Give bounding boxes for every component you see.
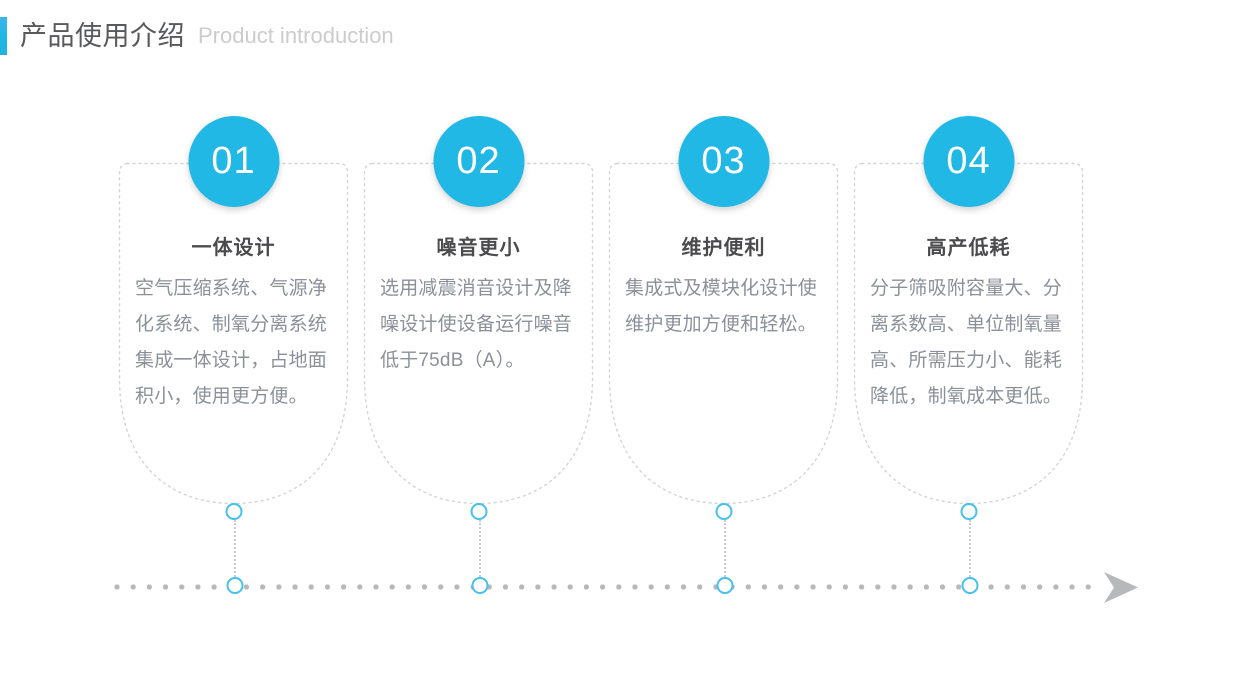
- connector-line-1: [234, 520, 236, 580]
- feature-card-4[interactable]: 04 高产低耗 分子筛吸附容量大、分离系数高、单位制氧量高、所需压力小、能耗降低…: [853, 116, 1084, 520]
- card-badge-3: 03: [678, 116, 769, 207]
- card-body-2: 选用减震消音设计及降噪设计使设备运行噪音低于75dB（A）。: [380, 278, 573, 371]
- page-subtitle: Product introduction: [198, 23, 394, 48]
- timeline-dotted-track: [114, 584, 1096, 590]
- card-number-1: 01: [211, 140, 256, 182]
- page-header: 产品使用介绍 Product introduction: [0, 16, 394, 56]
- timeline-node-4[interactable]: [961, 577, 979, 594]
- card-node-ring-2: [470, 503, 487, 520]
- header-accent-bar: [0, 17, 7, 55]
- feature-card-2[interactable]: 02 噪音更小 选用减震消音设计及降噪设计使设备运行噪音低于75dB（A）。: [363, 116, 594, 520]
- card-badge-4: 04: [923, 116, 1014, 207]
- card-body-3: 集成式及模块化设计使维护更加方便和轻松。: [625, 278, 818, 335]
- timeline-node-2[interactable]: [471, 577, 489, 594]
- card-number-4: 04: [946, 140, 991, 182]
- card-node-ring-3: [715, 503, 732, 520]
- card-heading-2: 噪音更小: [436, 237, 521, 259]
- feature-card-1[interactable]: 01 一体设计 空气压缩系统、气源净化系统、制氧分离系统集成一体设计，占地面积小…: [118, 116, 349, 520]
- card-heading-1: 一体设计: [191, 237, 276, 259]
- arrow-right-icon: [1100, 568, 1142, 608]
- card-node-ring-1: [225, 503, 242, 520]
- card-body-4: 分子筛吸附容量大、分离系数高、单位制氧量高、所需压力小、能耗降低，制氧成本更低。: [870, 278, 1063, 407]
- connector-line-3: [724, 520, 726, 580]
- card-node-ring-4: [960, 503, 977, 520]
- timeline-node-3[interactable]: [716, 577, 734, 594]
- page-title: 产品使用介绍: [20, 20, 185, 51]
- timeline: [0, 572, 1242, 603]
- card-number-3: 03: [701, 140, 746, 182]
- connector-line-4: [969, 520, 971, 580]
- timeline-node-1[interactable]: [226, 577, 244, 594]
- card-badge-2: 02: [433, 116, 524, 207]
- card-body-1: 空气压缩系统、气源净化系统、制氧分离系统集成一体设计，占地面积小，使用更方便。: [135, 278, 328, 407]
- card-heading-3: 维护便利: [681, 237, 766, 259]
- card-badge-1: 01: [188, 116, 279, 207]
- card-number-2: 02: [456, 140, 501, 182]
- connector-line-2: [479, 520, 481, 580]
- feature-card-3[interactable]: 03 维护便利 集成式及模块化设计使维护更加方便和轻松。: [608, 116, 839, 520]
- card-heading-4: 高产低耗: [926, 237, 1011, 259]
